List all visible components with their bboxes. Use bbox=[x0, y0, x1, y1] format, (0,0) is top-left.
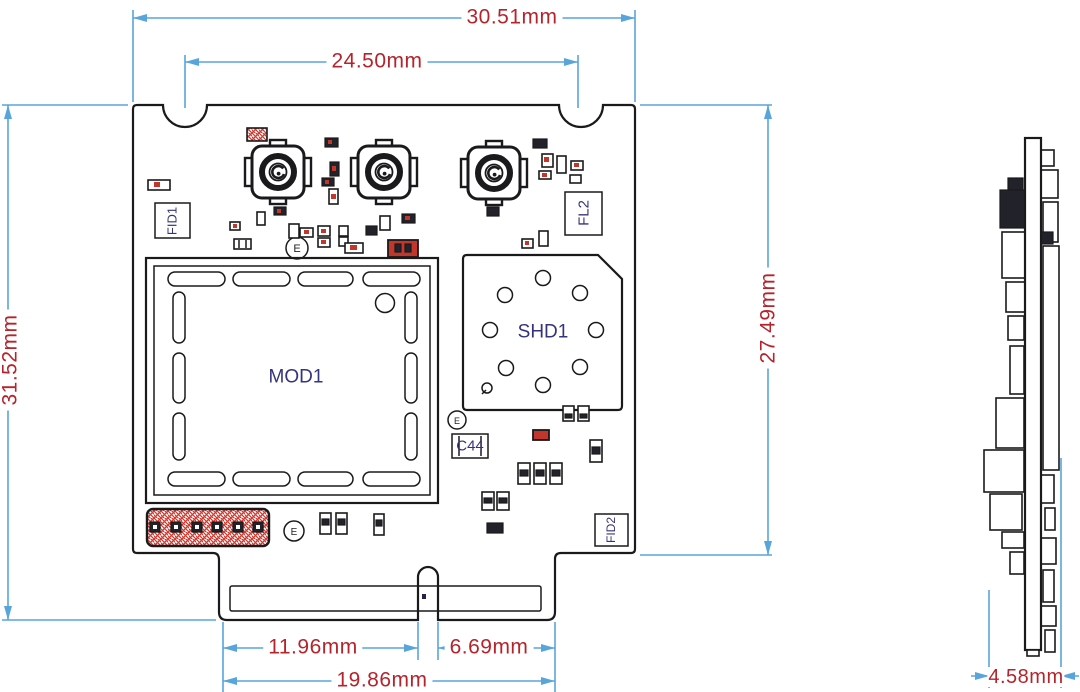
dim-label-tab-left: 11.96mm bbox=[263, 636, 363, 658]
circle-e-glyph: E bbox=[291, 527, 298, 538]
refdes-fid2: FID2 bbox=[604, 516, 618, 544]
refdes-mod1: MOD1 bbox=[268, 366, 324, 388]
passive-components bbox=[147, 127, 603, 536]
dim-label-notch-span: 24.50mm bbox=[326, 50, 428, 72]
fl2-box bbox=[564, 191, 603, 236]
dim-label-right-height: 27.49mm bbox=[757, 267, 780, 369]
dim-right-height bbox=[640, 104, 772, 556]
top-view: E E E bbox=[131, 103, 637, 622]
ufl-connector-1 bbox=[245, 140, 311, 204]
dim-label-tab-total: 19.86mm bbox=[331, 669, 433, 691]
dim-left-height bbox=[2, 104, 216, 621]
ufl-connector-2 bbox=[351, 140, 417, 204]
dim-label-top-width: 30.51mm bbox=[461, 6, 563, 28]
pcb-board-edge bbox=[1023, 136, 1043, 652]
refdes-fl2: FL2 bbox=[575, 200, 593, 226]
refdes-c44: C44 bbox=[456, 437, 484, 455]
fid1-box bbox=[154, 202, 191, 239]
ufl-connector-3 bbox=[461, 141, 527, 205]
circle-e-glyph: E bbox=[454, 416, 460, 426]
dim-label-tab-right: 6.69mm bbox=[444, 636, 534, 658]
fid2-box bbox=[594, 513, 629, 547]
refdes-fid1: FID1 bbox=[164, 206, 180, 236]
side-view bbox=[983, 136, 1060, 657]
shd1-shield bbox=[461, 253, 624, 422]
refdes-shd1: SHD1 bbox=[517, 321, 569, 343]
dim-label-left-height: 31.52mm bbox=[0, 309, 22, 411]
dim-label-thickness: 4.58mm bbox=[987, 666, 1065, 688]
circle-e-marks: E E E bbox=[283, 236, 467, 542]
circle-e-glyph: E bbox=[293, 243, 300, 255]
c44-box bbox=[451, 433, 489, 459]
header-connector bbox=[145, 507, 271, 548]
